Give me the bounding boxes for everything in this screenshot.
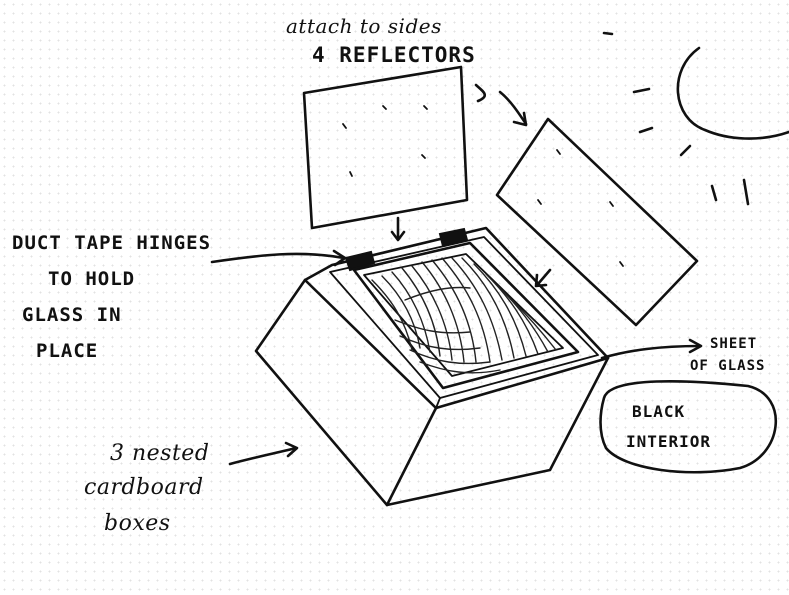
hinges-label-line4: PLACE [36,340,98,364]
boxes-label-line2: cardboard [84,474,204,502]
glass-label-line2: OF GLASS [690,358,765,376]
reflector-panel-top [304,67,467,228]
interior-callout-bubble [601,381,776,472]
interior-label-line1: BLACK [632,402,685,422]
duct-tape-hinges [346,229,467,270]
hinges-label-line2: TO HOLD [48,268,135,292]
glass-label-line1: SHEET [710,336,757,354]
reflectors-label-line2: 4 REFLECTORS [312,42,476,68]
boxes-label-line1: 3 nested [110,440,209,468]
sun-icon [604,33,789,204]
reflector-panel-right [497,119,697,325]
hinges-label-line3: GLASS IN [22,304,122,328]
arrows [212,85,701,464]
hinges-label-line1: DUCT TAPE HINGES [12,232,211,256]
boxes-label-line3: boxes [104,510,171,538]
reflectors-label-line1: attach to sides [286,14,442,39]
sun-rays [604,33,748,204]
interior-label-line2: INTERIOR [626,432,711,452]
